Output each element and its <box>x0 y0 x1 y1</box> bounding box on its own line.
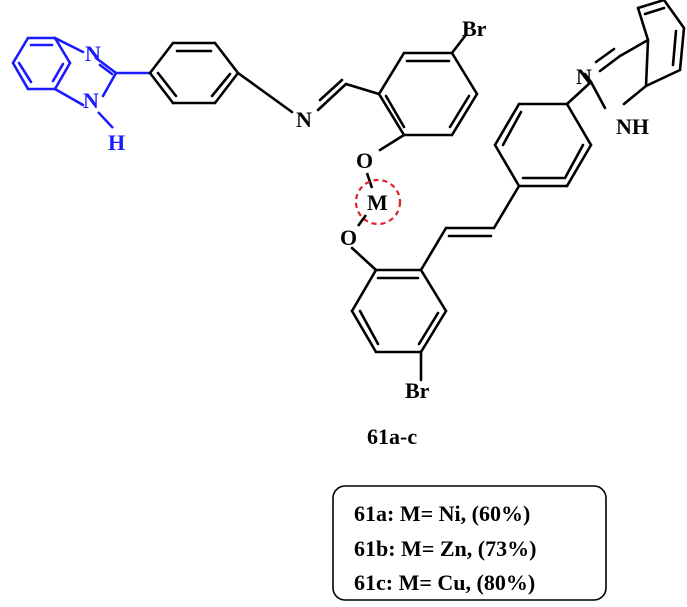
legend-line-61c: 61c: M= Cu, (80%) <box>354 570 535 595</box>
h-atom-left-nh: H <box>108 130 125 155</box>
metal-highlight-circle <box>354 178 402 226</box>
n-atom-left-nh: N <box>83 88 99 113</box>
br-atom-top: Br <box>462 16 487 41</box>
imine-n-atom: N <box>296 107 312 132</box>
o-m-bond-top <box>365 172 374 189</box>
br-atom-bottom: Br <box>405 378 430 403</box>
legend-box <box>332 485 607 601</box>
left-benzimidazole <box>11 36 152 107</box>
metal-atom: M <box>367 190 388 215</box>
n-atom-right-top: N <box>576 64 592 89</box>
right-phenyl <box>493 80 593 188</box>
legend-line-61a: 61a: M= Ni, (60%) <box>354 501 530 526</box>
m-o-bond-bottom <box>356 214 368 227</box>
upper-bromophenol-ring <box>377 34 479 152</box>
right-benzimidazole <box>583 0 686 110</box>
legend-line-61b: 61b: M= Zn, (73%) <box>354 536 536 561</box>
o-atom-top: O <box>356 148 373 173</box>
o-atom-bottom: O <box>340 225 357 250</box>
n-atom-left-top: N <box>85 41 101 66</box>
compound-label: 61a-c <box>367 424 417 449</box>
nh-bond-left <box>97 111 114 129</box>
left-phenyl-imine <box>148 41 381 114</box>
lower-bromophenol-ring <box>350 184 521 382</box>
nh-atom-right: NH <box>616 114 649 139</box>
